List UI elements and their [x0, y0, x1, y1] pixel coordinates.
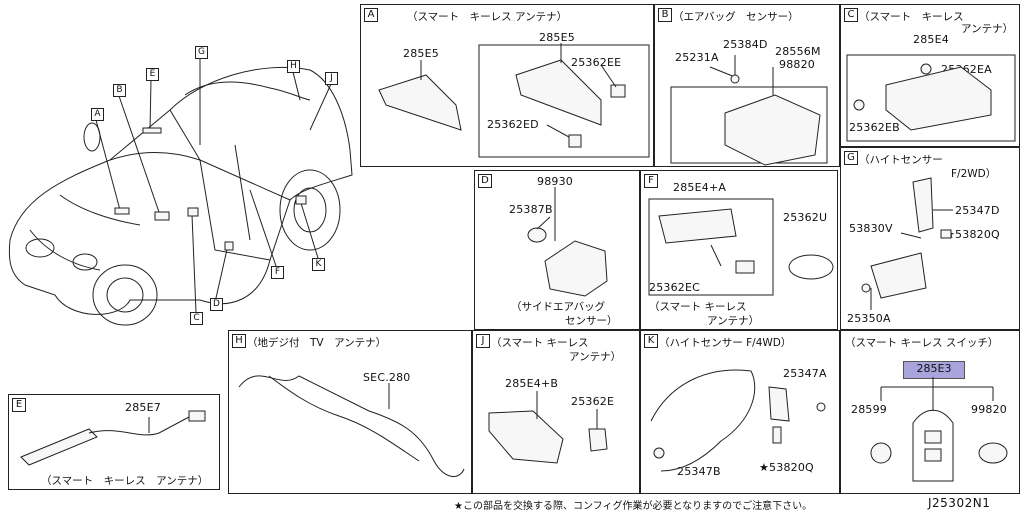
section-f-tag: F — [644, 174, 658, 188]
section-h-title: （地デジ付 TV アンテナ） — [247, 337, 387, 349]
part-25231a[interactable]: 25231A — [675, 51, 719, 64]
part-285e3[interactable]: 285E3 — [903, 361, 965, 379]
section-d: D 98930 25387B （サイドエアバッグ センサー） — [474, 170, 640, 330]
section-e-tag: E — [12, 398, 26, 412]
section-f-caption-1: （スマート キーレス — [649, 301, 747, 313]
callout-e[interactable]: E — [146, 68, 159, 81]
section-g-tag: G — [844, 151, 858, 165]
section-k: K （ハイトセンサー F/4WD） 25347A 25347B ★53820Q — [640, 330, 840, 494]
section-a-tag: A — [364, 8, 378, 22]
section-e-caption: （スマート キーレス アンテナ） — [41, 475, 209, 487]
section-a-title: （スマート キーレス アンテナ） — [407, 11, 568, 23]
part-25347d[interactable]: 25347D — [955, 204, 1000, 217]
part-53820q-k[interactable]: ★53820Q — [759, 461, 814, 474]
part-28599[interactable]: 28599 — [851, 403, 887, 416]
section-h-drawing — [238, 375, 465, 477]
diagram-code: J25302N1 — [928, 496, 991, 510]
part-25347b[interactable]: 25347B — [677, 465, 721, 478]
section-g-title-2: F/2WD） — [951, 168, 997, 180]
section-switch-title: （スマート キーレス スイッチ） — [845, 337, 999, 349]
section-g: G （ハイトセンサー F/2WD） 25347D 53830V ★53820Q … — [840, 147, 1020, 330]
section-j-tag: J — [476, 334, 490, 348]
part-25350a[interactable]: 25350A — [847, 312, 891, 325]
section-switch: （スマート キーレス スイッチ） 285E3 28599 99820 — [840, 330, 1020, 494]
section-j-title: （スマート キーレス — [491, 337, 589, 349]
section-k-tag: K — [644, 334, 658, 348]
callout-h[interactable]: H — [287, 60, 300, 73]
part-285e5-a[interactable]: 285E5 — [403, 47, 439, 60]
section-b-drawing — [670, 55, 828, 166]
section-f-caption-2: アンテナ） — [707, 315, 760, 327]
section-j-title-2: アンテナ） — [569, 351, 622, 363]
part-98930[interactable]: 98930 — [537, 175, 573, 188]
section-f-drawing — [648, 198, 834, 296]
part-25387b[interactable]: 25387B — [509, 203, 553, 216]
callout-a[interactable]: A — [91, 108, 104, 121]
section-c: C （スマート キーレス アンテナ） 285E4 25362EA 25362EB — [840, 4, 1020, 147]
vehicle-overview: A B E G H J C D F K — [0, 0, 360, 330]
section-f: F 285E4+A 25362U 25362EC （スマート キーレス アンテナ… — [640, 170, 838, 330]
part-25362ec[interactable]: 25362EC — [649, 281, 701, 294]
part-25384d[interactable]: 25384D — [723, 38, 768, 51]
section-e: E 285E7 （スマート キーレス アンテナ） — [8, 394, 220, 490]
part-285e4-b[interactable]: 285E4+B — [505, 377, 559, 390]
section-c-tag: C — [844, 8, 858, 22]
callout-j[interactable]: J — [325, 72, 338, 85]
section-a: A （スマート キーレス アンテナ） 285E5 285E5 25362EE 2… — [360, 4, 654, 167]
section-d-caption-2: センサー） — [565, 315, 618, 327]
part-53830v[interactable]: 53830V — [849, 222, 893, 235]
callout-b[interactable]: B — [113, 84, 126, 97]
section-d-caption-1: （サイドエアバッグ — [511, 301, 606, 313]
callout-d[interactable]: D — [210, 298, 223, 311]
section-e-drawing — [20, 410, 206, 466]
section-k-drawing — [650, 369, 826, 472]
section-c-title-2: アンテナ） — [961, 23, 1014, 35]
callout-g[interactable]: G — [195, 46, 208, 59]
section-j: J （スマート キーレス アンテナ） 285E4+B 25362E — [472, 330, 640, 494]
section-h: H （地デジ付 TV アンテナ） SEC.280 — [228, 330, 472, 494]
section-c-title: （スマート キーレス — [859, 11, 964, 23]
part-25362ed[interactable]: 25362ED — [487, 118, 539, 131]
part-285e4-a[interactable]: 285E4+A — [673, 181, 727, 194]
section-d-drawing — [527, 187, 608, 297]
section-g-title: （ハイトセンサー — [859, 154, 943, 166]
vehicle-drawing — [8, 58, 353, 326]
part-25362ee[interactable]: 25362EE — [571, 56, 622, 69]
part-25362u[interactable]: 25362U — [783, 211, 828, 224]
part-285e5-b[interactable]: 285E5 — [539, 31, 575, 44]
callout-c[interactable]: C — [190, 312, 203, 325]
part-285e4[interactable]: 285E4 — [913, 33, 949, 46]
section-d-tag: D — [478, 174, 492, 188]
part-25347a[interactable]: 25347A — [783, 367, 827, 380]
callout-f[interactable]: F — [271, 266, 284, 279]
part-25362e[interactable]: 25362E — [571, 395, 615, 408]
section-a-drawing — [378, 43, 650, 158]
section-switch-drawing — [870, 377, 1008, 482]
footer-note: ★この部品を交換する際、コンフィグ作業が必要となりますのでご注意下さい。 — [454, 501, 813, 512]
part-99820-switch[interactable]: 99820 — [971, 403, 1007, 416]
part-98820[interactable]: 98820 — [779, 58, 815, 71]
part-53820q-g[interactable]: ★53820Q — [945, 228, 1000, 241]
part-28556m[interactable]: 28556M — [775, 45, 821, 58]
section-j-drawing — [488, 391, 608, 464]
section-h-tag: H — [232, 334, 246, 348]
part-25362eb[interactable]: 25362EB — [849, 121, 900, 134]
section-b-tag: B — [658, 8, 672, 22]
section-k-title: （ハイトセンサー F/4WD） — [659, 337, 792, 349]
part-285e7[interactable]: 285E7 — [125, 401, 161, 414]
section-g-drawing — [861, 177, 953, 310]
section-b-title: （エアバッグ センサー） — [673, 11, 799, 23]
callout-k[interactable]: K — [312, 258, 325, 271]
section-b: B （エアバッグ センサー） 25384D 25231A 28556M 9882… — [654, 4, 840, 167]
part-sec-280[interactable]: SEC.280 — [363, 371, 411, 384]
section-c-drawing — [846, 54, 1016, 142]
